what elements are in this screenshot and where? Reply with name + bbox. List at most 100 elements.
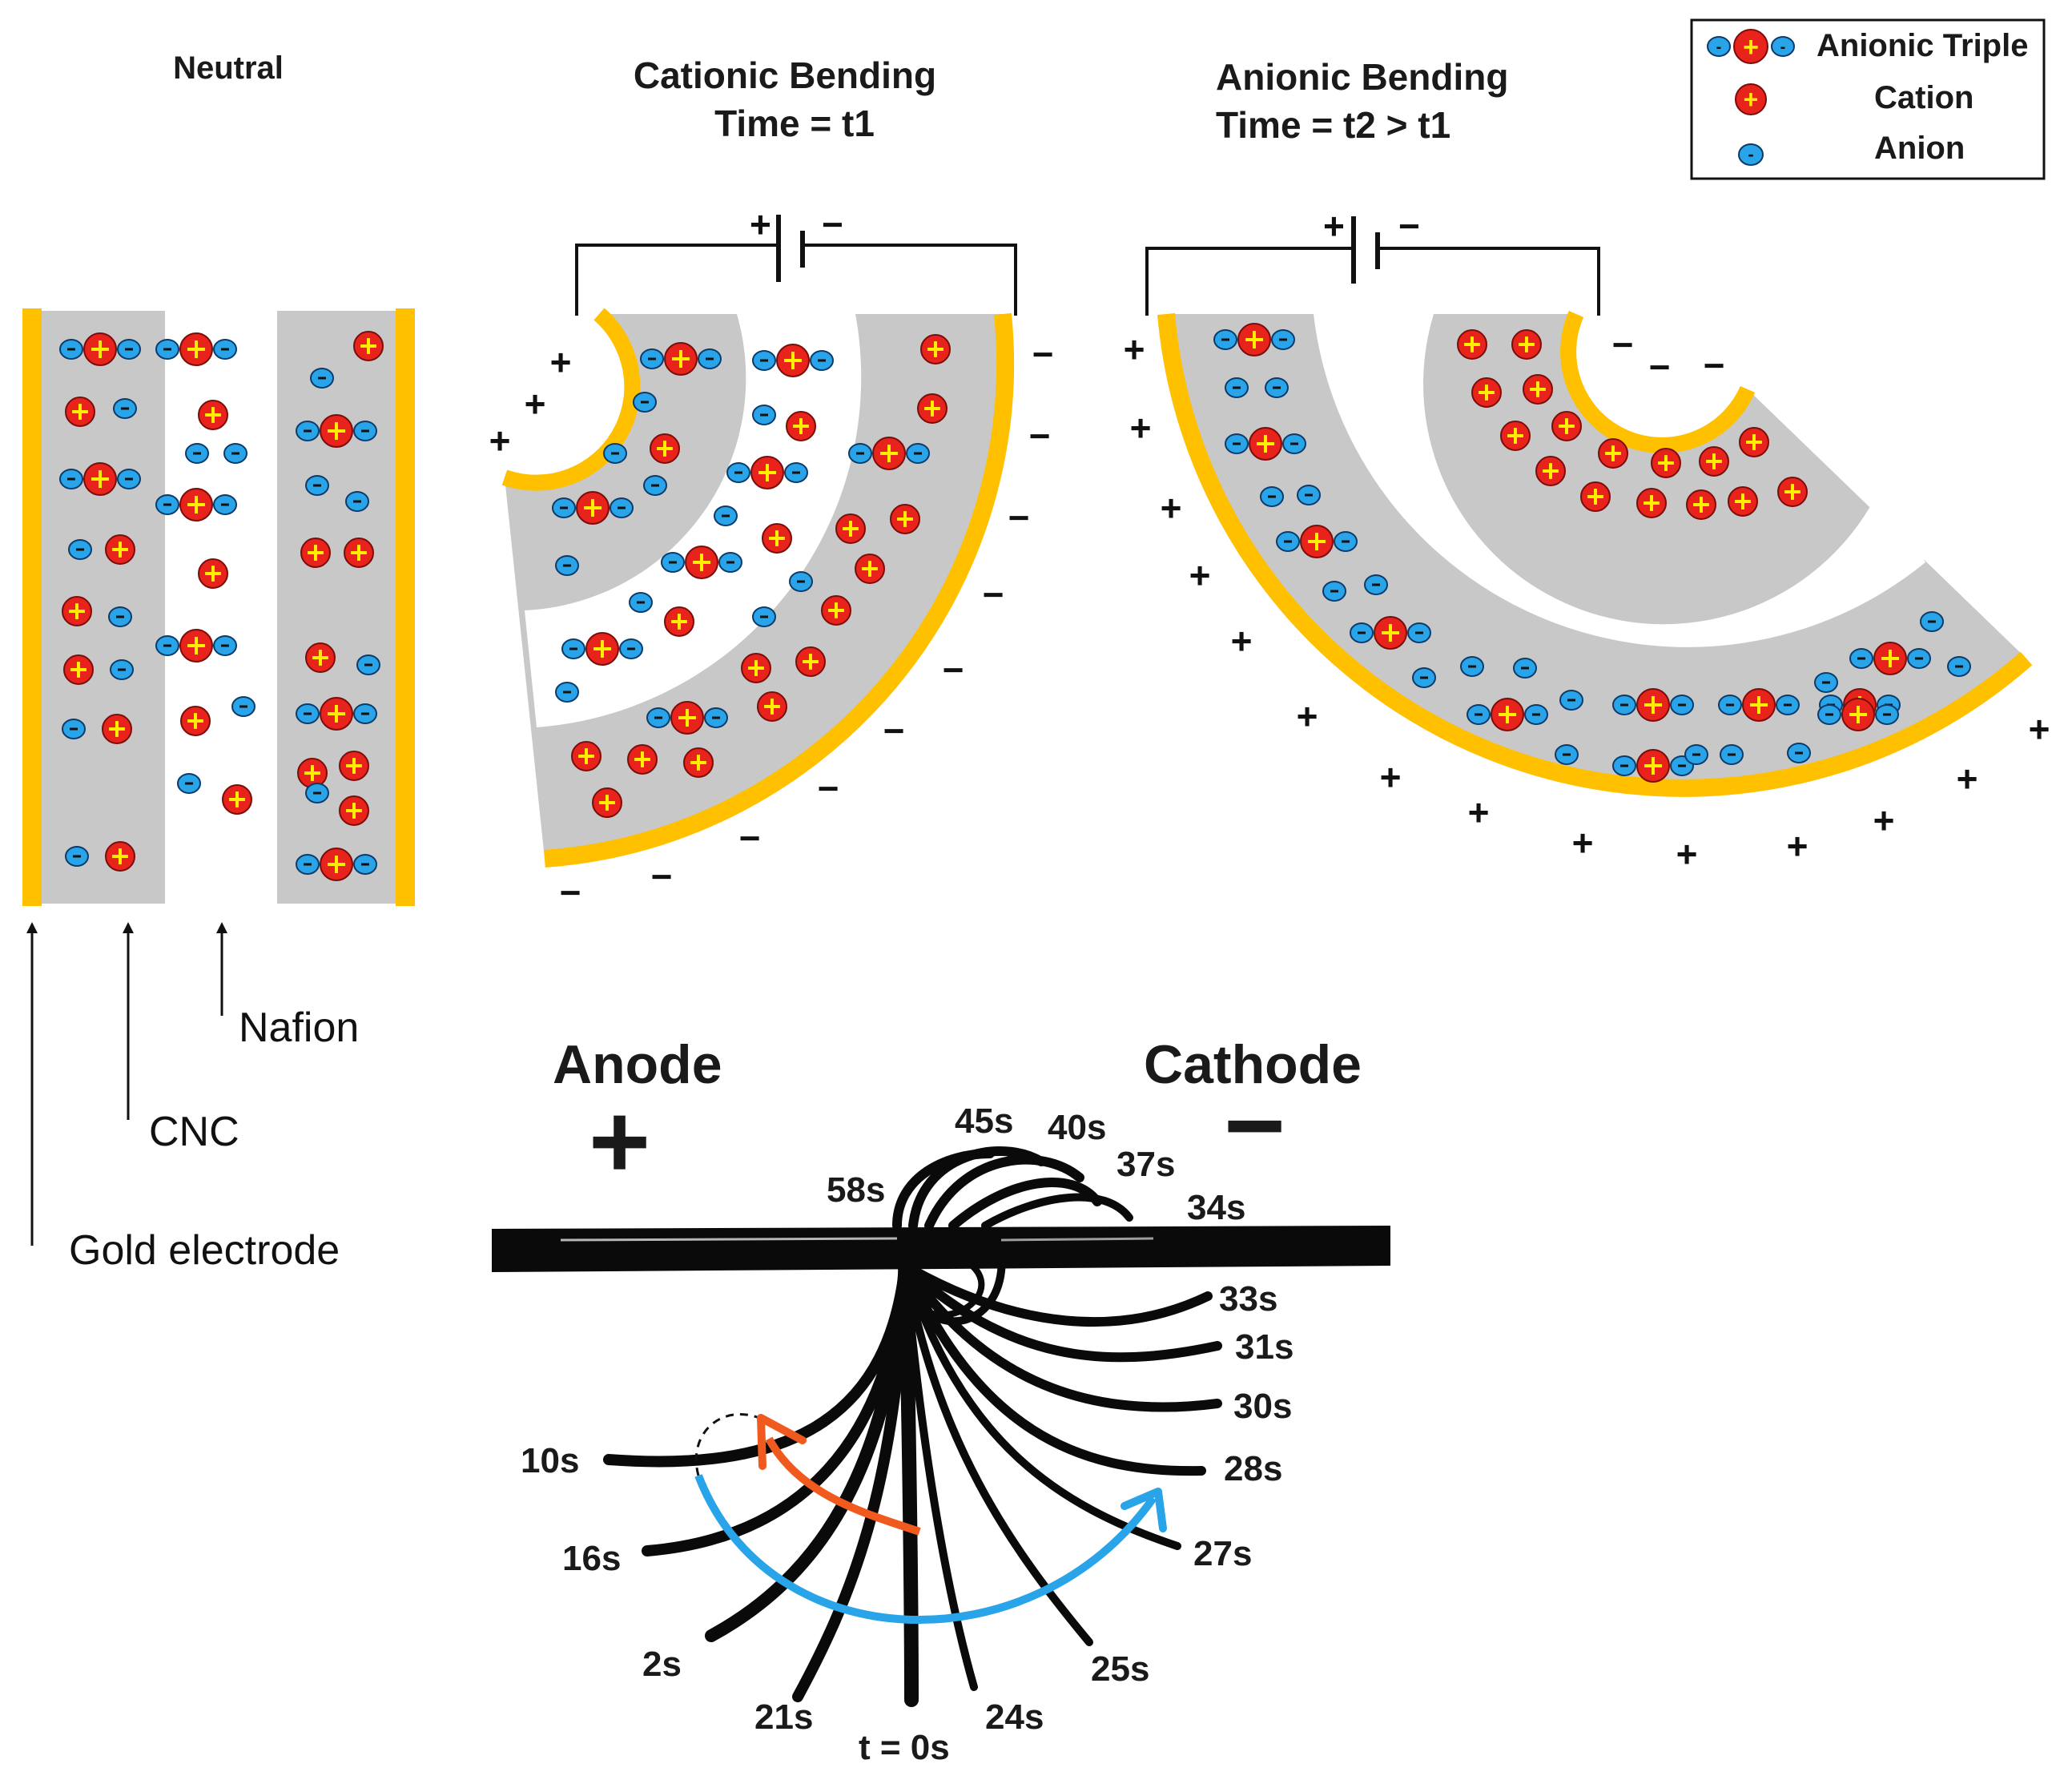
neutral-cnc-left (22, 311, 165, 904)
cation-ion (63, 654, 94, 685)
anion-ion (68, 539, 92, 560)
cation-ion (1636, 749, 1670, 783)
minus-charge: − (983, 574, 1004, 615)
anion-ion (117, 469, 141, 489)
cation-ion (1249, 427, 1282, 461)
strip-trace (901, 1262, 1093, 1646)
actuator-strip-traces (603, 1146, 1222, 1707)
anion-ion (784, 462, 808, 483)
strip-trace (642, 1260, 911, 1556)
anion-ion (906, 443, 930, 464)
anion-ion (1776, 695, 1800, 715)
anionic-battery-minus: − (1398, 205, 1420, 247)
svg-text:+: + (1743, 32, 1759, 62)
anode-label: Anode (553, 1034, 722, 1095)
cnc-label: CNC (149, 1109, 239, 1155)
cation-ion (62, 596, 92, 626)
anion-ion (1907, 648, 1931, 669)
cationic-time: Time = t1 (714, 103, 875, 144)
anionic-triple (1612, 688, 1694, 722)
svg-text:-: - (1780, 38, 1786, 56)
cation-ion (222, 784, 252, 815)
cation-ion (83, 462, 117, 496)
anionic-time: Time = t2 > t1 (1216, 104, 1450, 146)
anion-ion (1276, 531, 1300, 552)
time-label-45s: 45s (955, 1101, 1013, 1141)
anionic-gold-outer (1157, 313, 2033, 797)
minus-charge: − (1612, 324, 1634, 365)
anion-ion (1720, 744, 1744, 765)
cation-ion (102, 714, 132, 744)
anion-ion (305, 475, 329, 496)
gold-electrode-label: Gold electrode (69, 1227, 340, 1274)
cation-ion (1636, 688, 1670, 722)
cation-ion (1873, 642, 1907, 675)
plus-charge: + (1873, 799, 1895, 841)
plus-charge: + (1468, 791, 1490, 833)
time-label-33s: 33s (1219, 1279, 1277, 1319)
strip-trace (898, 1258, 919, 1707)
anionic-triple (752, 344, 834, 377)
anion-ion (1787, 743, 1811, 763)
cation-ion (627, 744, 658, 775)
plus-charge: + (489, 420, 511, 461)
time-label-40s: 40s (1048, 1108, 1106, 1147)
anion-ion (113, 398, 137, 419)
anionic-triple (1213, 323, 1295, 356)
anion-ion (213, 339, 237, 360)
cathode-minus-sign: − (1224, 1066, 1285, 1184)
plus-charge: + (1189, 554, 1211, 596)
anion-ion (1524, 704, 1548, 725)
cation-ion (920, 334, 951, 364)
svg-text:+: + (1744, 85, 1759, 114)
anionic-triple (296, 697, 377, 731)
minus-charge: − (739, 817, 761, 859)
anion-ion (704, 707, 728, 728)
anion-ion (1460, 656, 1484, 677)
anion-ion (1322, 581, 1346, 602)
anion-ion (353, 854, 377, 875)
anion-ion (789, 571, 813, 592)
anionic-triple (1718, 688, 1800, 722)
plus-charge: + (1124, 328, 1145, 370)
anion-ion (1559, 690, 1583, 711)
anionic-battery-plus: + (1323, 205, 1345, 247)
anion-ion (177, 773, 201, 794)
cation-ion (353, 331, 384, 361)
dashed-trajectory (694, 1413, 760, 1476)
cation-ion (741, 653, 771, 683)
cation-ion (750, 456, 784, 489)
anion-ion (646, 707, 670, 728)
cation-ion (1300, 525, 1334, 558)
anion-ion (155, 494, 179, 515)
cation-ion (179, 629, 213, 662)
strip-trace (901, 1253, 985, 1319)
cation-ion (762, 523, 792, 554)
red-return-arrow (765, 1436, 921, 1536)
cation-ion (786, 411, 816, 441)
anionic-triple (646, 701, 728, 735)
minus-charge: − (651, 856, 673, 897)
blue-swing-arrow (694, 1474, 1157, 1625)
neutral-gold-left (22, 308, 42, 906)
plus-charge: + (1297, 695, 1318, 737)
anion-ion (117, 339, 141, 360)
neutral-ions (59, 331, 384, 881)
cation-ion (855, 554, 885, 584)
anion-ion (59, 469, 83, 489)
anion-ion (1297, 485, 1321, 505)
anion-ion (1670, 695, 1694, 715)
anion-ion (698, 348, 722, 369)
anion-ion (1412, 667, 1436, 688)
cation-ion (1686, 489, 1716, 520)
anionic-triple (1849, 642, 1931, 675)
cation-ion (320, 697, 353, 731)
anion-ion (1718, 695, 1742, 715)
strip-trace (948, 1178, 1102, 1230)
anionic-triple (155, 332, 237, 366)
anionic-triple (1225, 427, 1306, 461)
anion-ion (561, 638, 585, 659)
anionic-triple (1350, 616, 1431, 650)
time-label-16s: 16s (562, 1539, 621, 1578)
